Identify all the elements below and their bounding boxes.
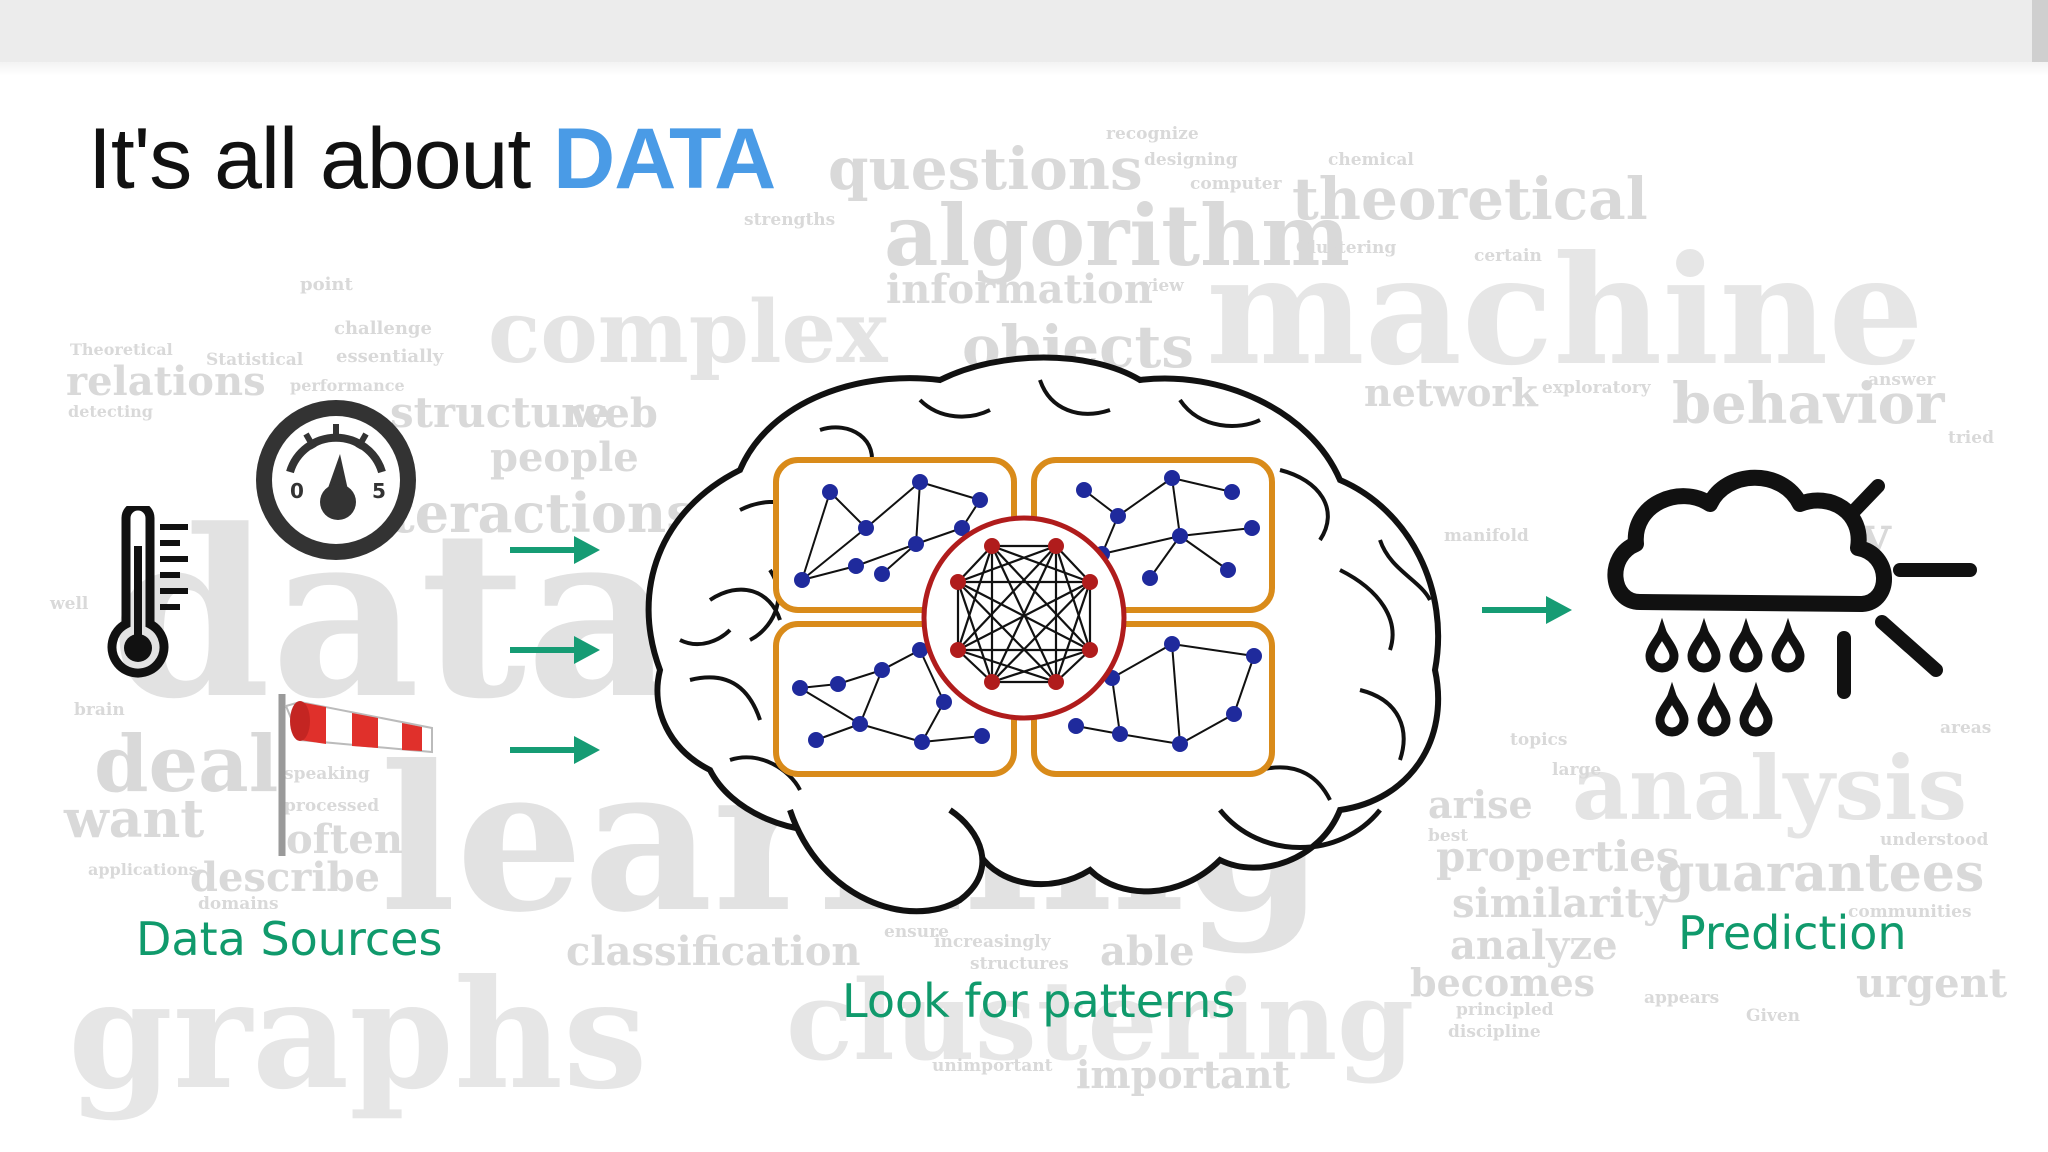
- cloud-word: Given: [1746, 1006, 1801, 1026]
- cloud-word: principled: [1456, 1000, 1554, 1020]
- cloud-word: communities: [1848, 902, 1972, 922]
- arrow-icon: [510, 536, 600, 564]
- cloud-word: increasingly: [934, 932, 1051, 952]
- look-for-patterns-label: Look for patterns: [842, 974, 1236, 1028]
- prediction-label: Prediction: [1678, 906, 1907, 960]
- cloud-word: relations: [66, 358, 266, 405]
- gauge-icon: 0 5: [256, 400, 416, 560]
- cloud-word: analysis: [1572, 736, 1968, 840]
- cloud-word: analyze: [1450, 922, 1618, 969]
- cloud-word: challenge: [334, 318, 432, 339]
- window-top-bar: [0, 0, 2048, 62]
- cloud-word: graphs: [68, 947, 648, 1123]
- cloud-word: Statistical: [206, 350, 304, 370]
- cloud-word: behavior: [1672, 371, 1945, 437]
- cloud-word: essentially: [336, 346, 444, 367]
- arrow-icon: [510, 636, 600, 664]
- top-bar-shadow: [0, 62, 2048, 76]
- title-prefix: It's all about: [88, 111, 554, 207]
- cloud-word: certain: [1474, 246, 1542, 266]
- windsock-icon: [278, 694, 433, 856]
- cloud-word: understood: [1880, 830, 1989, 850]
- cloud-word: designing: [1144, 150, 1238, 170]
- cloud-word: exploratory: [1542, 378, 1651, 398]
- cloud-word: machine: [1206, 223, 1924, 399]
- brain-icon: [645, 354, 1442, 915]
- cloud-word: manifold: [1444, 526, 1529, 546]
- cloud-word: people: [490, 434, 639, 481]
- arrow-icon: [510, 736, 600, 764]
- cloud-word: detecting: [68, 402, 153, 421]
- cloud-word: structures: [970, 954, 1069, 974]
- cloud-word: similarity: [1452, 880, 1667, 927]
- cloud-word: often: [286, 816, 403, 863]
- cloud-word: becomes: [1410, 960, 1596, 1005]
- rain-cloud-sun-icon: [1607, 469, 1977, 737]
- cloud-word: want: [64, 789, 205, 850]
- cloud-word: important: [1076, 1052, 1290, 1097]
- cloud-word: processed: [284, 796, 380, 816]
- cloud-word: Theoretical: [70, 340, 173, 359]
- data-sources-label: Data Sources: [136, 912, 443, 966]
- cloud-word: well: [50, 594, 89, 614]
- thermometer-icon: [107, 506, 188, 678]
- cloud-word: strengths: [744, 210, 836, 230]
- scrollbar-thumb[interactable]: [2032, 0, 2048, 62]
- cloud-word: data: [110, 480, 676, 750]
- cloud-word: performance: [290, 376, 405, 395]
- cloud-word: guarantees: [1658, 843, 1985, 904]
- cloud-word: Clustering: [1296, 238, 1397, 258]
- cloud-word: best: [1428, 826, 1469, 846]
- cloud-word: applications: [88, 860, 198, 879]
- cloud-word: speaking: [284, 764, 370, 784]
- cloud-word: ensure: [884, 922, 949, 942]
- cloud-word: chemical: [1328, 150, 1414, 170]
- gauge-min-label: 0: [290, 479, 304, 503]
- cloud-word: clustering: [786, 956, 1415, 1085]
- cloud-word: deal: [94, 719, 279, 810]
- cloud-word: algorithm: [884, 186, 1351, 285]
- title-accent: DATA: [553, 111, 776, 207]
- cloud-word: point: [300, 274, 353, 295]
- cloud-word: classification: [566, 928, 861, 975]
- cloud-word: areas: [1940, 718, 1992, 738]
- cloud-word: describe: [190, 854, 380, 901]
- cloud-word: tried: [1948, 428, 1994, 448]
- cloud-word: information: [886, 266, 1153, 313]
- cloud-word: computer: [1190, 174, 1282, 194]
- cloud-word: appears: [1644, 988, 1720, 1008]
- cloud-word: able: [1100, 928, 1195, 975]
- cloud-word: questions: [828, 135, 1143, 203]
- cloud-word: discipline: [1448, 1022, 1541, 1042]
- cloud-word: urgent: [1856, 960, 2008, 1007]
- cloud-word: web: [570, 390, 658, 437]
- cloud-word: view: [1142, 276, 1184, 296]
- cloud-word: structure: [390, 388, 611, 437]
- arrow-icon: [1482, 596, 1572, 624]
- cloud-word: network: [1364, 370, 1538, 415]
- gauge-max-label: 5: [372, 479, 386, 503]
- cloud-word: properties: [1436, 832, 1680, 881]
- cloud-word: domains: [198, 894, 279, 914]
- cloud-word: brain: [74, 700, 125, 720]
- cloud-word: topics: [1510, 730, 1568, 750]
- cloud-word: arise: [1428, 782, 1533, 827]
- slide-title: It's all about DATA: [88, 110, 776, 209]
- cloud-word: answer: [1868, 370, 1936, 390]
- cloud-word: theoretical: [1292, 165, 1648, 233]
- cloud-word: complex: [488, 282, 888, 383]
- cloud-word: recognize: [1106, 124, 1199, 144]
- cloud-word: unimportant: [932, 1056, 1053, 1076]
- cloud-word: large: [1552, 760, 1602, 780]
